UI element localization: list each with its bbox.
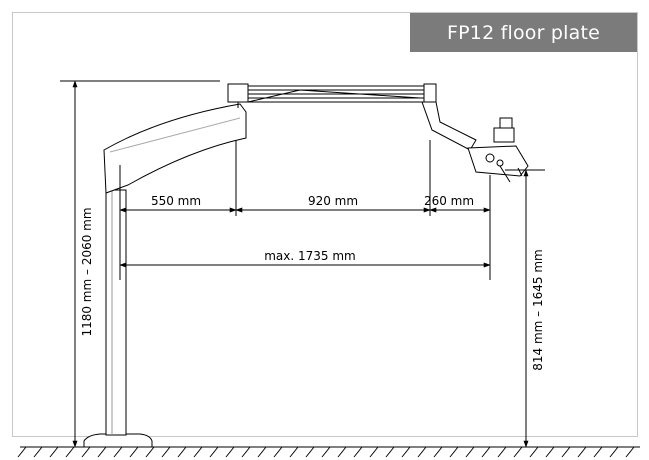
floor-hatch-stroke [401, 446, 411, 458]
max-reach-label: max. 1735 mm [264, 249, 356, 263]
column-head [103, 103, 247, 194]
reach-1-label: 550 mm [151, 194, 201, 208]
floor-hatch-stroke [289, 446, 299, 458]
floor-hatch-stroke [609, 446, 619, 458]
floor-hatch-stroke [305, 446, 315, 458]
spring-arm [227, 83, 437, 108]
floor-hatch-stroke [321, 446, 331, 458]
floor-hatch-stroke [145, 446, 155, 458]
floor-hatch-stroke [369, 446, 379, 458]
floor [17, 446, 640, 458]
floor-hatch-stroke [465, 446, 475, 458]
floor-hatch-stroke [593, 446, 603, 458]
floor-hatch-stroke [193, 446, 203, 458]
floor-hatch-stroke [273, 446, 283, 458]
height-dimensions [60, 80, 545, 448]
floor-hatch-stroke [625, 446, 635, 458]
total-height-label: 1180 mm – 2060 mm [80, 207, 94, 336]
reach-2-label: 920 mm [308, 194, 358, 208]
floor-hatch-stroke [65, 446, 75, 458]
microscope-head [467, 117, 529, 183]
floor-hatch-stroke [481, 446, 491, 458]
floor-hatch-stroke [257, 446, 267, 458]
reach-3-label: 260 mm [424, 194, 474, 208]
floor-hatch-stroke [33, 446, 43, 458]
floor-hatch-stroke [113, 446, 123, 458]
floor-hatch-stroke [433, 446, 443, 458]
floor-hatch-stroke [545, 446, 555, 458]
floor-hatch-stroke [161, 446, 171, 458]
floor-hatch-stroke [225, 446, 235, 458]
diagram-title: FP12 floor plate [447, 21, 600, 44]
floor-hatch-stroke [385, 446, 395, 458]
floor-hatch-stroke [561, 446, 571, 458]
title-banner: FP12 floor plate [410, 13, 637, 52]
microscope-arm [421, 101, 477, 151]
floor-hatch-stroke [417, 446, 427, 458]
working-height-label: 814 mm – 1645 mm [531, 249, 545, 370]
floor-hatch-stroke [97, 446, 107, 458]
floor-hatch-stroke [81, 446, 91, 458]
floor-hatch-stroke [49, 446, 59, 458]
floor-hatch-stroke [513, 446, 523, 458]
floor-hatch-stroke [177, 446, 187, 458]
reach-dimensions [119, 140, 491, 280]
floor-hatch-stroke [129, 446, 139, 458]
floor-hatch-stroke [577, 446, 587, 458]
floor-hatch-stroke [241, 446, 251, 458]
floor-hatch-stroke [529, 446, 539, 458]
floor-hatch-stroke [337, 446, 347, 458]
floor-hatch-stroke [449, 446, 459, 458]
floor-hatch-stroke [17, 446, 27, 458]
floor-plate [83, 433, 153, 448]
floor-hatch-stroke [353, 446, 363, 458]
floor-hatch-stroke [209, 446, 219, 458]
stand-column [105, 189, 127, 436]
floor-hatch-stroke [497, 446, 507, 458]
